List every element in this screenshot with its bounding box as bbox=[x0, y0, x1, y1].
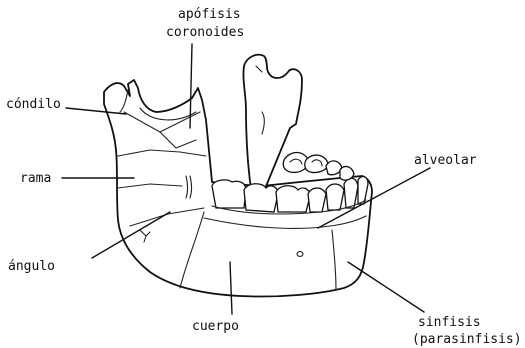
label-condilo: cóndilo bbox=[6, 97, 61, 112]
label-sinfisis-line2: (parasinfisis) bbox=[412, 332, 522, 347]
opposite-ramus bbox=[243, 55, 302, 196]
label-sinfisis-line1: sinfisis bbox=[418, 315, 481, 330]
label-rama: rama bbox=[20, 171, 51, 186]
label-apofisis-line2: coronoides bbox=[166, 25, 244, 40]
leader-sinfisis bbox=[348, 262, 424, 312]
far-premolar-2 bbox=[340, 167, 354, 181]
label-cuerpo: cuerpo bbox=[192, 319, 239, 334]
premolar-2 bbox=[326, 184, 344, 210]
far-molar-2 bbox=[305, 155, 328, 172]
molar-1 bbox=[212, 180, 246, 208]
premolar-1 bbox=[308, 188, 326, 212]
molar-2 bbox=[244, 184, 278, 212]
label-alveolar: alveolar bbox=[414, 153, 477, 168]
label-apofisis-line1: apófisis bbox=[178, 7, 241, 22]
label-angulo: ángulo bbox=[8, 259, 55, 274]
molar-3 bbox=[276, 186, 310, 212]
